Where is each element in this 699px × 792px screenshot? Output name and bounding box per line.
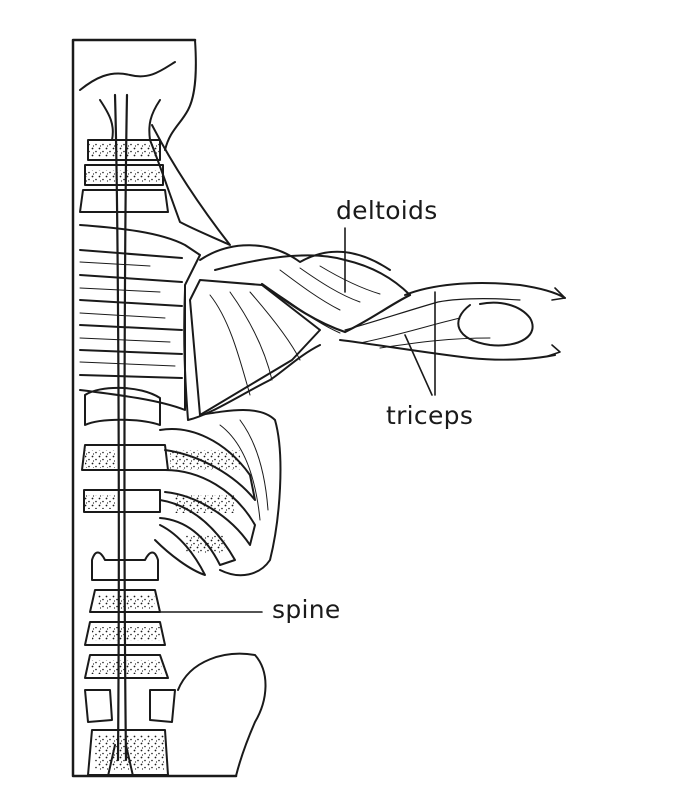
- latissimus-muscle: [199, 409, 282, 577]
- deltoid-muscle: [214, 254, 412, 334]
- deltoids-label: deltoids: [336, 196, 438, 225]
- triceps-leader-2: [404, 334, 433, 396]
- neck-muscle: [149, 124, 231, 246]
- triceps-label: triceps: [386, 401, 474, 430]
- rib-cage: [81, 386, 256, 576]
- lumbar-vertebrae: [84, 551, 169, 679]
- figure-border: [71, 38, 238, 778]
- triceps-muscle: [339, 282, 566, 361]
- leader-lines: [139, 227, 436, 613]
- pelvis: [84, 652, 267, 777]
- trapezius-muscle: [79, 224, 201, 411]
- head-outline: [79, 39, 197, 151]
- spine-label: spine: [272, 595, 341, 624]
- shoulder-muscle: [183, 244, 391, 421]
- cervical-vertebrae: [79, 139, 169, 213]
